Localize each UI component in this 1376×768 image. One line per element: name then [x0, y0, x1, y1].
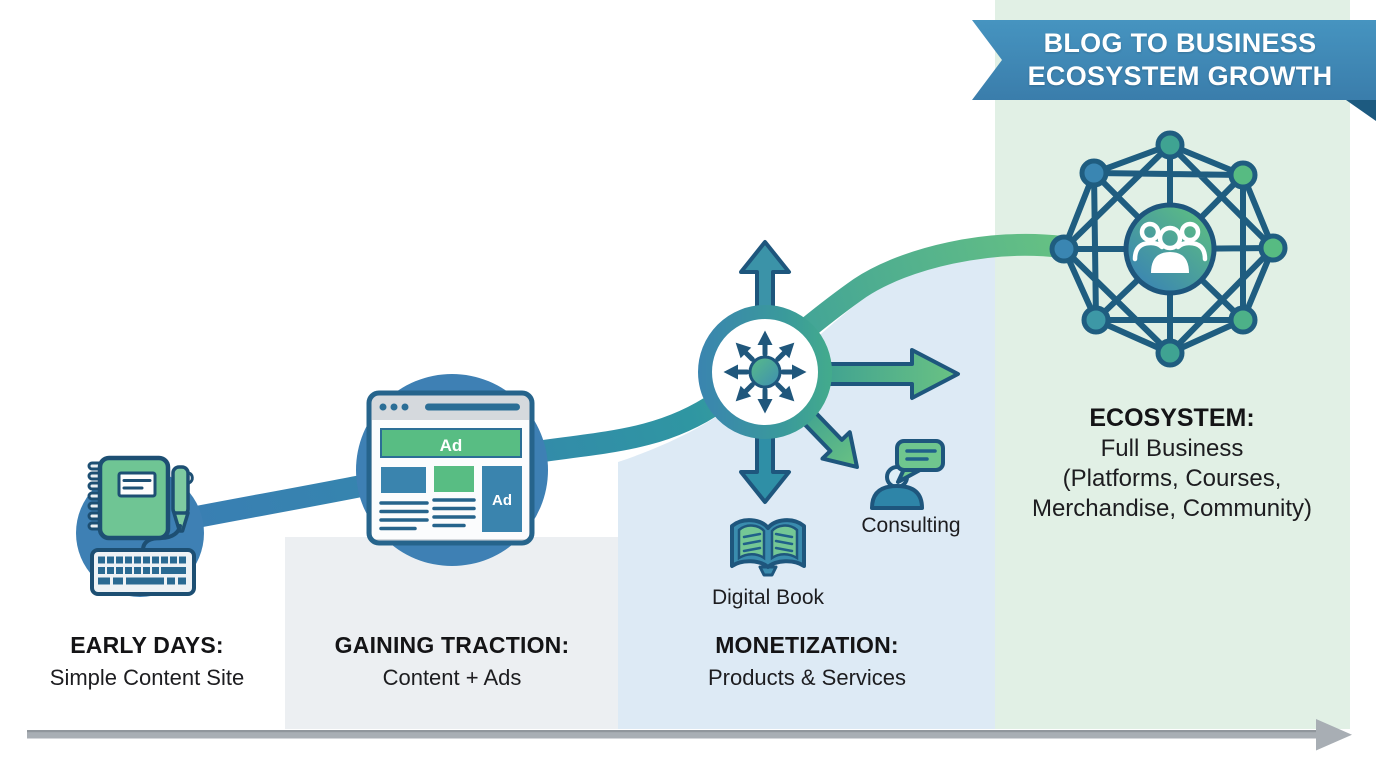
browser-dot-icon [379, 403, 387, 411]
stage2-subheading: Content + Ads [382, 665, 522, 690]
hub-up-arrow [739, 240, 791, 314]
ad-banner-side [482, 466, 522, 532]
network-node [1155, 130, 1185, 160]
stage2-column-background [285, 537, 618, 729]
stage2-icon-group: Ad Ad [356, 374, 548, 566]
stage3-icon-group [698, 240, 960, 504]
stage1-subheading: Simple Content Site [49, 665, 245, 690]
content-thumbnail-blue [381, 467, 426, 493]
stage4-heading: ECOSYSTEM: [1089, 404, 1255, 432]
browser-address-bar [425, 403, 520, 411]
network-community-icon [1049, 130, 1288, 368]
network-node [1049, 234, 1079, 264]
ad-banner-top-label: Ad [440, 436, 463, 455]
browser-dot-icon [390, 403, 398, 411]
banner-title-line1: BLOG TO BUSINESS [1043, 28, 1317, 58]
people-group-icon [1132, 221, 1208, 273]
browser-dot-icon [401, 403, 409, 411]
stage2-heading: GAINING TRACTION: [334, 632, 570, 658]
network-node [1228, 305, 1258, 335]
ribbon-fold [1346, 100, 1376, 121]
expansion-arrows-icon [724, 331, 807, 414]
pen-icon [171, 465, 194, 533]
network-node [1081, 305, 1111, 335]
keyboard-icon [90, 548, 196, 596]
stage4-detail-line2: Merchandise, Community) [1031, 495, 1313, 522]
network-node [1258, 233, 1288, 263]
ribbon-body [972, 20, 1376, 100]
notebook-icon [87, 455, 171, 541]
hub-down-arrow [739, 430, 791, 504]
stage1-heading: EARLY DAYS: [70, 632, 224, 658]
stage3-heading: MONETIZATION: [715, 632, 899, 658]
stage3-subheading: Products & Services [707, 665, 907, 690]
stage4-subheading: Full Business [1100, 435, 1244, 462]
consulting-label: Consulting [861, 514, 961, 537]
network-node [1155, 338, 1185, 368]
browser-ads-icon: Ad Ad [366, 390, 535, 546]
network-node [1228, 160, 1258, 190]
ad-banner-side-label: Ad [492, 492, 512, 509]
person-chat-bubble-icon [870, 439, 945, 510]
open-book-icon [730, 518, 806, 577]
network-node [1079, 158, 1109, 188]
growth-curve [129, 233, 1073, 539]
digital-book-label: Digital Book [711, 586, 825, 609]
banner-title-line2: ECOSYSTEM GROWTH [1027, 61, 1333, 91]
content-text-lines [379, 498, 476, 531]
ribbon-banner [972, 20, 1376, 121]
keyboard-cable [141, 524, 182, 552]
stage1-icon-group [76, 455, 204, 597]
content-thumbnail-green [434, 466, 474, 492]
timeline-arrow [27, 719, 1352, 751]
ad-banner-top [380, 428, 522, 458]
hub-right-arrow [813, 348, 960, 400]
stage4-detail-line1: (Platforms, Courses, [1062, 465, 1282, 492]
